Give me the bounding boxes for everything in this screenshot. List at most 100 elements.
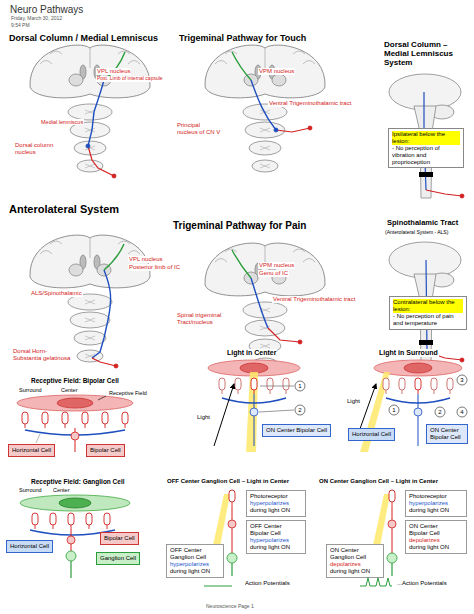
photoreceptor-axon — [85, 424, 86, 428]
gyri — [215, 48, 315, 68]
node-text: Ganglion Cell — [100, 555, 136, 562]
cell-label-box: ON Center Bipolar Cell — [262, 424, 331, 437]
node-text: Horizontal Cell — [12, 447, 51, 454]
annotation-label: Genu of IC — [258, 270, 289, 277]
page-title: Neuro Pathways — [10, 4, 83, 16]
callout-circle — [435, 407, 445, 417]
node-text: OFF Center — [250, 523, 302, 530]
pathway-line — [92, 270, 111, 358]
callout-circle — [295, 381, 305, 391]
section-heading: Dorsal Column / Medial Lemniscus — [8, 33, 159, 43]
brainstem-section — [252, 160, 278, 172]
node-text: Horizontal Cell — [10, 543, 49, 550]
gray-matter — [85, 128, 95, 132]
lesion-note-box: Ipsilateral below the lesion:- No percep… — [388, 128, 464, 168]
annotation-label: VPL nucleus — [128, 256, 163, 263]
photoreceptor-axon — [450, 390, 451, 394]
photoreceptor-axon — [238, 390, 239, 394]
cell-label-box: Bipolar Cell — [100, 532, 139, 545]
node-text: Photoreceptor — [409, 493, 463, 500]
photoreceptor — [32, 513, 38, 525]
thalamus — [69, 74, 83, 86]
node-text: Bipolar Cell — [409, 530, 463, 537]
callout-number: 2 — [435, 408, 445, 416]
gray-matter — [85, 300, 95, 304]
annotation-label: Surround — [18, 387, 43, 393]
receptive-field-center — [404, 363, 432, 373]
annotation-label: ALS/Spinothalamic — [30, 290, 83, 297]
receptive-field-surround — [17, 395, 133, 411]
callout-number: 1 — [389, 406, 399, 414]
action-potential-trace — [204, 586, 232, 587]
ganglion-axon — [391, 563, 392, 576]
brainstem-section — [74, 331, 106, 345]
node-text: hyperpolarizes — [250, 500, 302, 507]
node-text: ON Center — [330, 547, 380, 554]
callout-number: 3 — [457, 376, 467, 384]
photoreceptor — [102, 412, 108, 424]
node-text: during light ON — [409, 544, 463, 551]
callout-number: 4 — [457, 408, 467, 416]
node-text: depolarizes — [409, 537, 463, 544]
photoreceptor-axon — [53, 525, 54, 529]
node-text: Contralateral below the lesion: — [393, 299, 463, 313]
receptor-dot — [460, 358, 464, 362]
section-heading: Trigeminal Pathway for Touch — [178, 33, 307, 43]
photoreceptor-axon — [402, 390, 403, 394]
pathway-line — [251, 278, 268, 328]
node-text: hyperpolarizes — [250, 537, 302, 544]
photoreceptor-axon — [386, 390, 387, 394]
photoreceptor — [383, 378, 389, 390]
section-heading: Anterolateral System — [8, 203, 120, 216]
photoreceptor — [42, 412, 48, 424]
photoreceptor-axon — [434, 390, 435, 394]
gray-matter — [85, 164, 95, 168]
photoreceptor — [389, 490, 395, 502]
light-arrow — [214, 384, 234, 446]
cell-label-box: ON Center Bipolar Cell — [426, 424, 468, 444]
ganglion-soma — [387, 553, 397, 563]
cerebrum-outline — [30, 45, 150, 98]
receptor-dot — [114, 364, 118, 368]
photoreceptor — [82, 412, 88, 424]
photoreceptor — [122, 412, 128, 424]
receptor-dot — [298, 340, 302, 344]
section-heading: OFF Center Ganglion Cell – Light in Cent… — [166, 478, 290, 485]
photoreceptor-axon — [45, 424, 46, 428]
brainstem-section — [70, 312, 110, 328]
cerebrum-outline — [389, 74, 461, 110]
annotation-label: Friday, March 30, 2012 — [10, 16, 63, 22]
brainstem-section — [77, 350, 103, 362]
photoreceptor-axon — [35, 525, 36, 529]
annotation-label: Ventral Trigeminothalamic tract — [272, 296, 356, 303]
node-text: during light ON — [409, 507, 463, 514]
light-beam — [246, 372, 258, 452]
node-text: OFF Center Ganglion Cell — [170, 547, 220, 561]
annotation-label: Ventral Trigeminothalamic tract — [268, 100, 352, 107]
callout-box: Photoreceptorhyperpolarizesduring light … — [405, 490, 467, 517]
callout-box: ON CenterGanglion Celldepolarizesduring … — [326, 544, 384, 578]
bipolar-process — [254, 394, 255, 446]
annotation-label: VPL nucleus — [96, 68, 131, 75]
cell-label-box: Ganglion Cell — [96, 552, 140, 565]
gyri — [40, 238, 140, 258]
callout-box: OFF CenterBipolar Cellhyperpolarizesduri… — [246, 520, 306, 554]
callout-circle — [295, 405, 305, 415]
photoreceptor — [50, 513, 56, 525]
annotation-label: Posterior limb of IC — [128, 264, 181, 271]
photoreceptor-axon — [107, 525, 108, 529]
annotation-label: Dorsal Horn- Substantia gelatinosa — [12, 348, 72, 362]
nucleus-dot — [86, 144, 90, 148]
callout-circle — [457, 407, 467, 417]
annotation-label: Medial lemniscus — [40, 119, 84, 125]
node-text: Horizontal Cell — [352, 431, 391, 438]
section-heading: Light in Surround — [378, 349, 439, 357]
cell-label-box: Horizontal Cell — [8, 444, 55, 457]
photoreceptor — [447, 378, 453, 390]
bipolar-process — [418, 394, 419, 446]
receptive-field-center — [57, 398, 93, 408]
photoreceptor-axon — [254, 390, 255, 394]
photoreceptor-axon — [105, 424, 106, 428]
cerebrum-outline — [205, 243, 325, 296]
pathway-line — [276, 128, 310, 132]
